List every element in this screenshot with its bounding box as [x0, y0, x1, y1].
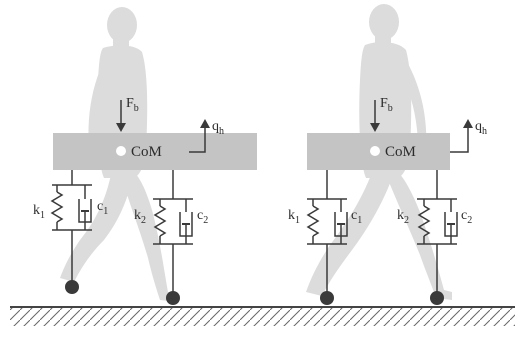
leg-left-model-left — [50, 170, 92, 283]
leg-right-model-left — [153, 170, 193, 294]
force-arrow-left — [116, 100, 126, 132]
damper-label-c1-left: c1 — [97, 199, 108, 217]
output-arrow-right — [450, 119, 473, 153]
leg-left-model-right — [306, 170, 348, 294]
output-label-left: qh — [212, 119, 224, 137]
spring-label-k2-right: k2 — [397, 208, 409, 226]
spring-label-k1-left: k1 — [33, 203, 45, 221]
output-arrow-left — [189, 119, 210, 153]
force-arrow-right — [370, 100, 380, 132]
com-marker-right — [370, 146, 380, 156]
damper-label-c2-left: c2 — [197, 208, 208, 226]
force-label-left: Fb — [126, 96, 139, 114]
foot-right-model-left — [166, 291, 180, 305]
leg-right-model-right — [417, 170, 458, 294]
foot-left-model-right — [320, 291, 334, 305]
upper-body-block-left — [53, 133, 257, 170]
foot-right-model-right — [430, 291, 444, 305]
foot-left-model-left — [65, 280, 79, 294]
spring-label-k2-left: k2 — [134, 208, 146, 226]
com-label-left: CoM — [131, 144, 162, 160]
force-label-right: Fb — [380, 96, 393, 114]
output-label-right: qh — [475, 119, 487, 137]
ground — [10, 306, 515, 326]
model-left: CoM Fb qh k1 c1 — [33, 7, 257, 305]
model-right: CoM Fb qh k1 c1 — [288, 4, 487, 305]
ground-hatching — [10, 308, 515, 326]
damper-label-c1-right: c1 — [351, 208, 362, 226]
com-label-right: CoM — [385, 144, 416, 160]
damper-label-c2-right: c2 — [461, 208, 472, 226]
spring-label-k1-right: k1 — [288, 208, 300, 226]
com-marker-left — [116, 146, 126, 156]
